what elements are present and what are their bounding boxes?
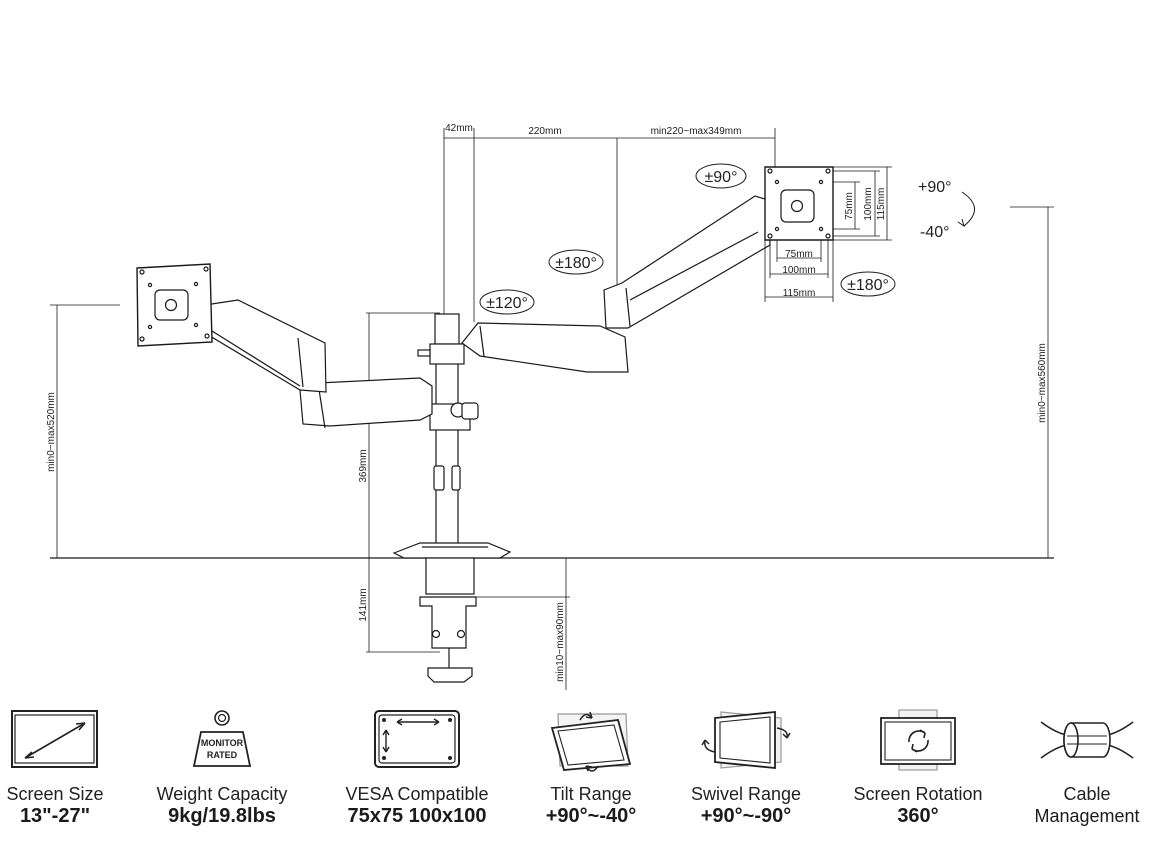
base-clamp bbox=[392, 542, 512, 683]
tilt-arrow bbox=[961, 191, 975, 227]
badge-swivel-head: ±180° bbox=[840, 271, 896, 297]
svg-text:±180°: ±180° bbox=[847, 277, 889, 294]
feature-value: +90°~-90° bbox=[700, 805, 792, 827]
feature-label: VESA Compatible bbox=[345, 784, 489, 804]
vesa-dimensions bbox=[764, 166, 892, 302]
dim-vesa-h100: 100mm bbox=[782, 265, 815, 276]
tilt-up-label: +90° bbox=[918, 179, 952, 196]
weight-badge-line2: RATED bbox=[207, 750, 238, 760]
left-height-dimension bbox=[50, 304, 120, 558]
tilt-icon bbox=[550, 711, 632, 772]
dim-vesa-h75: 75mm bbox=[785, 249, 813, 260]
feature-cable-management: Cable Management bbox=[1002, 700, 1166, 840]
dim-desk-thickness: min10~max90mm bbox=[555, 602, 566, 682]
dim-right-height: min0~max560mm bbox=[1037, 343, 1048, 423]
feature-label: Cable bbox=[1063, 784, 1111, 804]
feature-value: 9kg/19.8lbs bbox=[168, 805, 276, 827]
svg-text:±180°: ±180° bbox=[555, 255, 597, 272]
feature-value: 360° bbox=[897, 805, 939, 827]
monitor-arm-diagram: ±90° ±180° ±120° ±180° +90° -40° 42mm 22… bbox=[46, 123, 1054, 690]
cable-icon bbox=[1040, 721, 1134, 759]
feature-screen-size: Screen Size 13"-27" bbox=[0, 700, 140, 840]
dim-clamp-height: 141mm bbox=[358, 588, 369, 621]
feature-strip: Screen Size 13"-27" MONITOR RATED Weight… bbox=[0, 700, 1166, 843]
svg-text:±120°: ±120° bbox=[486, 295, 528, 312]
rotation-icon bbox=[880, 709, 956, 771]
feature-vesa: VESA Compatible 75x75 100x100 bbox=[332, 700, 502, 840]
feature-value: +90°~-40° bbox=[545, 805, 637, 827]
pole bbox=[417, 313, 479, 548]
feature-weight-capacity: MONITOR RATED Weight Capacity 9kg/19.8lb… bbox=[137, 700, 307, 840]
dim-pole-height: 369mm bbox=[358, 449, 369, 482]
dim-vesa-h115: 115mm bbox=[783, 288, 816, 299]
dim-left-height: min0~max520mm bbox=[46, 392, 57, 472]
feature-label: Screen Rotation bbox=[853, 784, 983, 804]
svg-text:±90°: ±90° bbox=[705, 169, 738, 186]
feature-value: 75x75 100x100 bbox=[347, 805, 487, 827]
dim-vesa-v115: 115mm bbox=[876, 188, 887, 221]
badge-rot-top: ±90° bbox=[695, 163, 747, 189]
left-arm bbox=[136, 263, 433, 429]
vesa-icon bbox=[374, 710, 460, 768]
feature-screen-rotation: Screen Rotation 360° bbox=[833, 700, 1003, 840]
feature-tilt-range: Tilt Range +90°~-40° bbox=[506, 700, 676, 840]
dim-vesa-v100: 100mm bbox=[863, 187, 874, 220]
top-dimensions bbox=[443, 128, 776, 322]
dim-top-mid: 220mm bbox=[528, 126, 561, 137]
tilt-arrow-head bbox=[957, 218, 965, 228]
feature-swivel-range: Swivel Range +90°~-90° bbox=[661, 700, 831, 840]
dim-top-right: min220~max349mm bbox=[651, 126, 742, 137]
pole-height-dimension bbox=[366, 312, 440, 558]
dim-top-gap: 42mm bbox=[445, 123, 473, 134]
weight-icon: MONITOR RATED bbox=[192, 710, 252, 767]
badge-swivel-arm: ±180° bbox=[548, 249, 604, 275]
screen-size-icon bbox=[11, 710, 98, 768]
feature-label: Tilt Range bbox=[550, 784, 632, 804]
feature-label: Weight Capacity bbox=[156, 784, 288, 804]
swivel-icon bbox=[701, 711, 791, 769]
weight-badge-line1: MONITOR bbox=[201, 738, 244, 748]
feature-value: 13"-27" bbox=[19, 805, 91, 827]
right-arm bbox=[461, 166, 834, 373]
badge-swivel-base: ±120° bbox=[479, 289, 535, 315]
feature-value: Management bbox=[1034, 806, 1140, 826]
right-height-dimension bbox=[1010, 206, 1054, 558]
feature-label: Screen Size bbox=[6, 784, 104, 804]
tilt-down-label: -40° bbox=[920, 224, 950, 241]
feature-label: Swivel Range bbox=[690, 784, 802, 804]
clamp-dimension bbox=[366, 558, 570, 690]
dim-vesa-v75: 75mm bbox=[844, 192, 855, 220]
